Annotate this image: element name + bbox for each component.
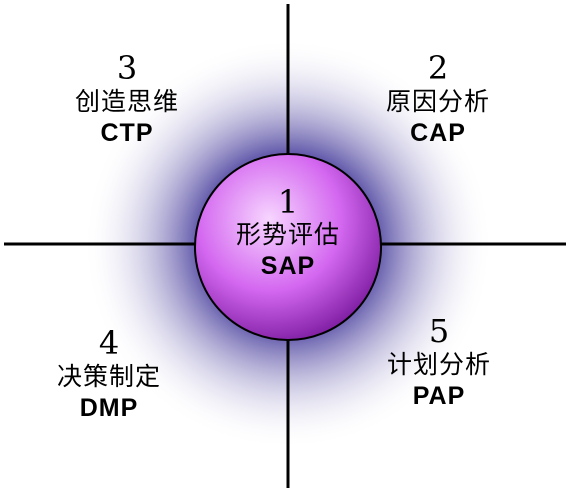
- quadrant-abbr: CTP: [100, 119, 154, 147]
- center-circle: [194, 153, 382, 341]
- quadrant-number: 2: [427, 49, 449, 87]
- quadrant-abbr: SAP: [260, 252, 316, 280]
- quadrant-name: 创造思维: [74, 87, 179, 116]
- quadrant-number: 1: [277, 183, 299, 221]
- quadrant-name: 形势评估: [235, 220, 340, 249]
- quadrant-number: 5: [428, 312, 450, 350]
- quadrant-number: 4: [98, 324, 120, 362]
- quadrant-number: 3: [116, 49, 138, 87]
- quadrant-top-left: 3 创造思维 CTP: [47, 50, 207, 148]
- quadrant-name: 决策制定: [56, 362, 161, 391]
- quadrant-top-right: 2 原因分析 CAP: [358, 50, 518, 148]
- quadrant-abbr: DMP: [79, 394, 139, 422]
- quadrant-name: 计划分析: [386, 350, 491, 379]
- quadrant-bottom-left: 4 决策制定 DMP: [29, 325, 189, 423]
- quadrant-bottom-right: 5 计划分析 PAP: [359, 313, 519, 411]
- quadrant-center: 1 形势评估 SAP: [208, 185, 368, 281]
- quadrant-name: 原因分析: [385, 87, 490, 116]
- quadrant-abbr: PAP: [412, 382, 466, 410]
- quadrant-abbr: CAP: [410, 119, 466, 147]
